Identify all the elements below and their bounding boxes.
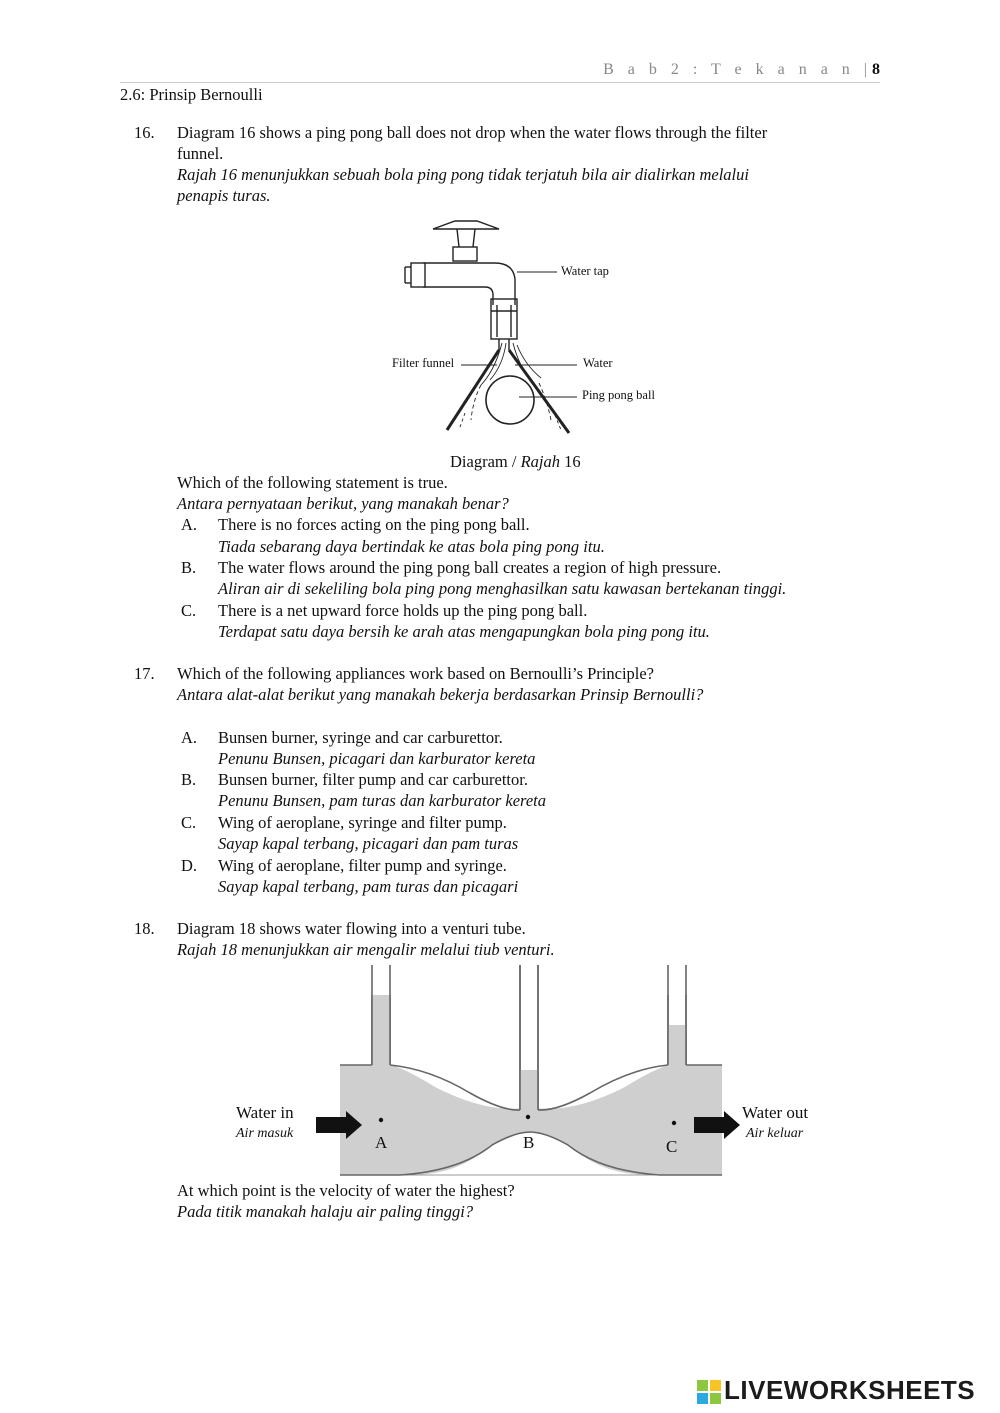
q16-option-b-letter[interactable]: B.	[181, 558, 197, 577]
q16-ask-en: Which of the following statement is true…	[177, 473, 448, 492]
q16-option-a-letter[interactable]: A.	[181, 515, 198, 534]
label-point-a: A	[375, 1133, 388, 1152]
label-water: Water	[583, 356, 613, 370]
point-b-dot	[525, 1114, 531, 1120]
q16-stem-en-1: Diagram 16 shows a ping pong ball does n…	[177, 123, 768, 142]
q17-option-b-letter[interactable]: B.	[181, 770, 197, 789]
q17-option-d-ms[interactable]: Sayap kapal terbang, pam turas dan picag…	[218, 877, 519, 896]
label-water-tap: Water tap	[561, 264, 609, 278]
page-number: 8	[872, 61, 880, 78]
q16-option-b-ms[interactable]: Aliran air di sekeliling bola ping pong …	[218, 579, 787, 598]
label-ping-pong-ball: Ping pong ball	[582, 388, 655, 402]
q16-ask-ms: Antara pernyataan berikut, yang manakah …	[177, 494, 509, 513]
filter-funnel	[445, 349, 501, 431]
label-point-c: C	[666, 1137, 678, 1156]
label-water-out: Water out	[742, 1103, 809, 1122]
q16-stem-ms-2: penapis turas.	[177, 186, 271, 205]
label-water-in: Water in	[236, 1103, 294, 1122]
q16-option-c-letter[interactable]: C.	[181, 601, 197, 620]
q18-stem-en: Diagram 18 shows water flowing into a ve…	[177, 919, 526, 938]
chapter-title: B a b 2 : T e k a n a n |	[603, 61, 872, 78]
header-rule	[120, 82, 880, 83]
q17-option-d-en[interactable]: Wing of aeroplane, filter pump and syrin…	[218, 856, 507, 875]
tap-handle	[432, 220, 500, 230]
q17-option-d-letter[interactable]: D.	[181, 856, 198, 875]
caption-text: Diagram /	[450, 452, 521, 471]
q17-option-c-en[interactable]: Wing of aeroplane, syringe and filter pu…	[218, 813, 507, 832]
manometer-c-water	[668, 1025, 686, 1067]
diagram-16-tap-funnel	[404, 220, 577, 434]
q17-option-a-letter[interactable]: A.	[181, 728, 198, 747]
q18-ask-en: At which point is the velocity of water …	[177, 1181, 515, 1200]
section-title: 2.6: Prinsip Bernoulli	[120, 85, 263, 104]
label-air-keluar: Air keluar	[746, 1126, 804, 1141]
q17-option-a-ms[interactable]: Penunu Bunsen, picagari dan karburator k…	[218, 749, 536, 768]
q18-number: 18.	[134, 919, 155, 938]
q17-option-c-ms[interactable]: Sayap kapal terbang, picagari dan pam tu…	[218, 834, 519, 853]
arrow-in	[316, 1111, 362, 1139]
footer-brand[interactable]: LIVEWORKSHEETS	[724, 1375, 976, 1405]
diagram-16-caption: Diagram / Rajah 16	[450, 452, 581, 472]
q18-ask-ms: Pada titik manakah halaju air paling tin…	[177, 1202, 474, 1221]
q17-option-b-ms[interactable]: Penunu Bunsen, pam turas dan karburator …	[218, 791, 546, 810]
q17-option-c-letter[interactable]: C.	[181, 813, 197, 832]
q16-option-c-ms[interactable]: Terdapat satu daya bersih ke arah atas m…	[218, 622, 710, 641]
q16-stem-ms-1: Rajah 16 menunjukkan sebuah bola ping po…	[177, 165, 749, 184]
q17-option-b-en[interactable]: Bunsen burner, filter pump and car carbu…	[218, 770, 528, 789]
tap-body	[452, 246, 478, 262]
label-filter-funnel: Filter funnel	[392, 356, 455, 370]
q16-option-a-en[interactable]: There is no forces acting on the ping po…	[218, 515, 530, 534]
stem-ms-italic: Rajah	[177, 940, 217, 959]
q18-stem-ms: Rajah 18 menunjukkan air mengalir melalu…	[177, 940, 555, 960]
q17-number: 17.	[134, 664, 155, 683]
q16-stem-en-2: funnel.	[177, 144, 224, 163]
liveworksheets-logo-icon	[697, 1380, 721, 1404]
diagram-18-venturi-tube	[316, 965, 740, 1176]
q17-option-a-en[interactable]: Bunsen burner, syringe and car carburett…	[218, 728, 503, 747]
label-point-b: B	[523, 1133, 535, 1152]
venturi-water	[340, 1063, 722, 1175]
manometer-b-water	[520, 1070, 538, 1112]
label-air-masuk: Air masuk	[236, 1126, 294, 1141]
q16-option-c-en[interactable]: There is a net upward force holds up the…	[218, 601, 588, 620]
point-c-dot	[671, 1120, 677, 1126]
q17-stem-en: Which of the following appliances work b…	[177, 664, 655, 683]
arrow-out	[694, 1111, 740, 1139]
q16-option-a-ms[interactable]: Tiada sebarang daya bertindak ke atas bo…	[218, 537, 605, 556]
q16-option-b-en[interactable]: The water flows around the ping pong bal…	[218, 558, 722, 577]
page-header: B a b 2 : T e k a n a n |8	[603, 61, 880, 79]
stem-ms-rest: 18 menunjukkan air mengalir melalui tiub…	[216, 940, 555, 959]
connector-tube	[490, 298, 518, 340]
ping-pong-ball	[485, 375, 535, 425]
caption-number: 16	[559, 452, 581, 471]
caption-italic: Rajah	[520, 452, 560, 471]
manometer-a-water	[372, 995, 390, 1067]
q17-stem-ms: Antara alat-alat berikut yang manakah be…	[177, 685, 704, 704]
point-a-dot	[378, 1117, 384, 1123]
q16-number: 16.	[134, 123, 155, 142]
